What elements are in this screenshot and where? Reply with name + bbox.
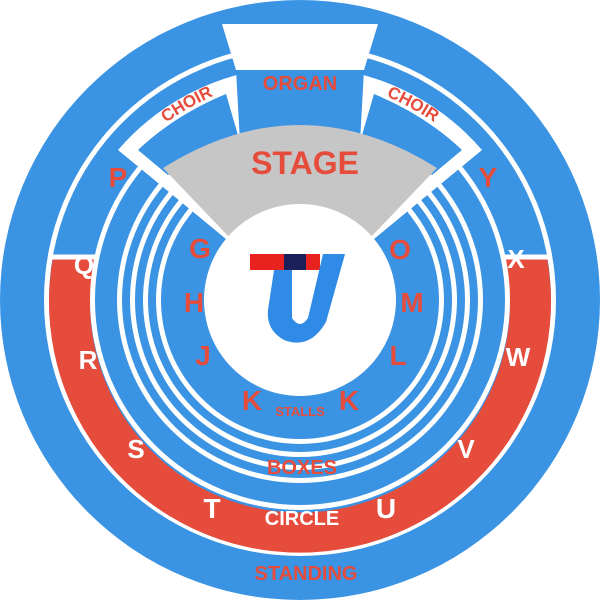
organ-label: ORGAN xyxy=(263,73,337,95)
standing-label: STANDING xyxy=(255,563,358,585)
block-r[interactable]: R xyxy=(79,345,98,375)
block-g[interactable]: G xyxy=(189,233,211,264)
choir-tier-right[interactable] xyxy=(360,94,462,175)
block-u[interactable]: U xyxy=(376,493,396,524)
venue-logo xyxy=(250,254,345,343)
centre-disc xyxy=(204,204,396,396)
block-j[interactable]: J xyxy=(195,340,211,371)
circle-seating-band[interactable] xyxy=(48,257,552,553)
block-y[interactable]: Y xyxy=(479,162,498,193)
stage-label: STAGE xyxy=(251,145,359,181)
stage[interactable] xyxy=(163,125,437,238)
block-q[interactable]: Q xyxy=(74,250,94,280)
block-v[interactable]: V xyxy=(457,434,475,464)
boxes-label: BOXES xyxy=(267,457,337,479)
block-m[interactable]: M xyxy=(400,287,423,318)
block-k-right[interactable]: K xyxy=(339,385,359,416)
block-x[interactable]: X xyxy=(507,244,525,274)
organ-area[interactable] xyxy=(236,70,364,142)
block-s[interactable]: S xyxy=(127,434,144,464)
block-p[interactable]: P xyxy=(109,162,128,193)
logo-t-bar-overlap xyxy=(284,254,306,270)
circle-label: CIRCLE xyxy=(265,508,339,530)
block-k-left[interactable]: K xyxy=(242,385,262,416)
logo-u-shape xyxy=(267,254,345,343)
choir-tier[interactable] xyxy=(138,94,240,175)
block-t[interactable]: T xyxy=(203,493,220,524)
block-w[interactable]: W xyxy=(506,342,531,372)
block-h[interactable]: H xyxy=(184,287,204,318)
organ-notch[interactable] xyxy=(222,24,378,70)
stalls-label: STALLS xyxy=(275,404,325,419)
block-o[interactable]: O xyxy=(389,234,411,265)
block-l[interactable]: L xyxy=(389,340,406,371)
